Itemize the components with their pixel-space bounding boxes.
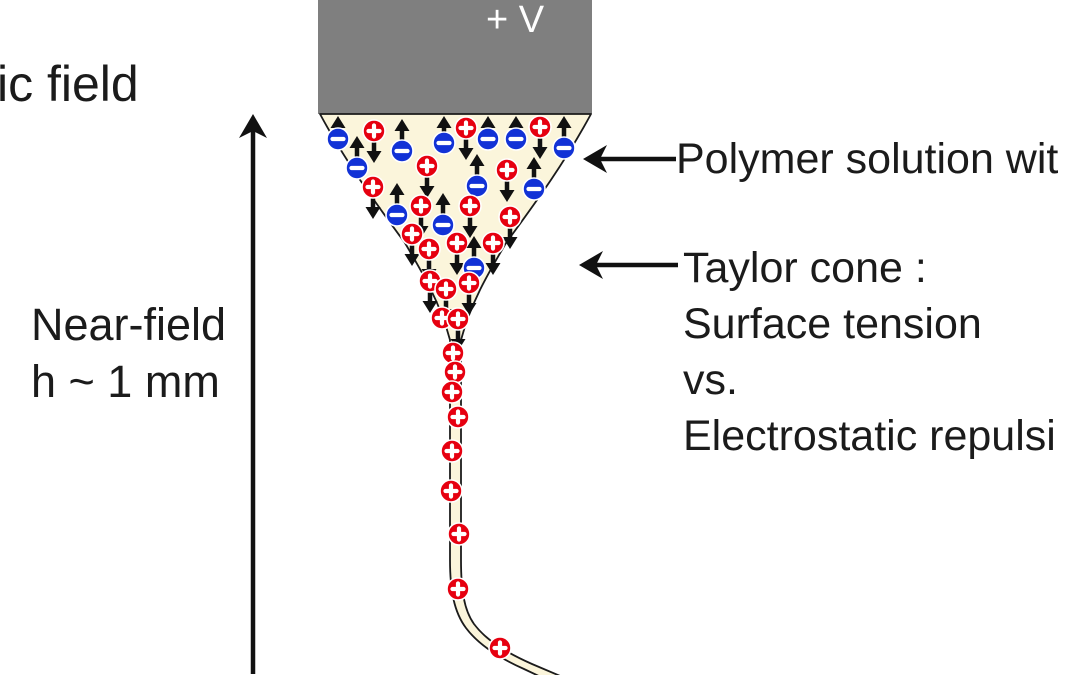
positive-charge xyxy=(454,116,478,160)
near-field-line2: h ~ 1 mm xyxy=(31,356,220,407)
near-field-line1: Near-field xyxy=(31,299,227,350)
positive-charge xyxy=(445,231,469,275)
negative-charge xyxy=(385,183,409,227)
negative-charge xyxy=(465,154,489,198)
electric-field-label: ic field xyxy=(0,56,139,112)
negative-charge xyxy=(476,116,500,151)
negative-charge xyxy=(431,193,455,237)
positive-charge xyxy=(528,115,552,159)
positive-charge xyxy=(458,194,482,238)
positive-charge xyxy=(498,205,522,249)
positive-charge xyxy=(447,522,471,546)
negative-charge xyxy=(504,116,528,151)
positive-charge xyxy=(441,341,465,365)
negative-charge xyxy=(552,116,576,160)
positive-charge xyxy=(443,360,467,384)
near-field-label: Near-field h ~ 1 mm xyxy=(31,296,226,410)
polymer-solution-arrow xyxy=(583,145,676,173)
negative-charge xyxy=(432,116,456,155)
positive-charge xyxy=(415,154,439,198)
taylor-cone-line1: Taylor cone : xyxy=(683,244,927,292)
positive-charge xyxy=(457,271,481,315)
electric-field-arrow xyxy=(239,114,267,674)
taylor-cone-arrow xyxy=(579,251,678,279)
positive-charge xyxy=(362,119,386,163)
positive-charge xyxy=(440,439,464,463)
positive-charge xyxy=(361,175,385,219)
positive-charge xyxy=(481,231,505,275)
electrode-nozzle xyxy=(318,0,592,114)
taylor-cone-line4: Electrostatic repulsi xyxy=(683,412,1056,460)
negative-charge xyxy=(390,119,414,163)
taylor-cone-line2: Surface tension xyxy=(683,300,982,348)
voltage-label: + V xyxy=(486,0,545,41)
polymer-solution-label: Polymer solution wit xyxy=(676,135,1059,183)
positive-charge xyxy=(417,237,441,281)
positive-charge xyxy=(446,405,470,429)
positive-charge xyxy=(446,307,470,351)
taylor-cone-line3: vs. xyxy=(683,356,738,404)
positive-charge xyxy=(446,577,470,601)
positive-charge xyxy=(495,158,519,202)
positive-charge xyxy=(439,479,463,503)
positive-charge xyxy=(488,636,512,660)
negative-charge xyxy=(345,136,369,180)
positive-charge xyxy=(440,380,464,404)
negative-charge xyxy=(522,157,546,201)
positive-charge xyxy=(400,222,424,266)
taylor-cone-label: Taylor cone : Surface tension vs. Electr… xyxy=(683,240,1056,464)
charge-particles-layer xyxy=(326,115,576,660)
negative-charge xyxy=(326,116,350,151)
